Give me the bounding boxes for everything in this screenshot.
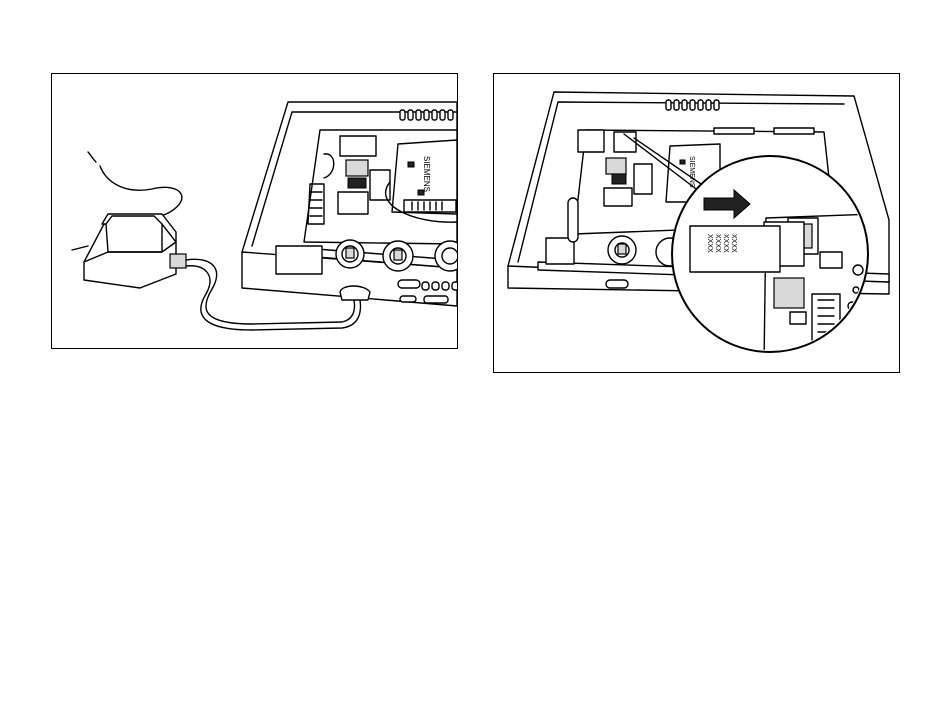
transformer-icon bbox=[72, 214, 186, 288]
vent-slots bbox=[400, 110, 453, 120]
circuit-board: SIEMENS bbox=[304, 130, 457, 244]
left-illustration: SIEMENS bbox=[52, 74, 457, 348]
pcb-brand-label: SIEMENS bbox=[422, 156, 431, 192]
card-label-line: XXXX bbox=[722, 234, 729, 253]
card-label-line: XXXX bbox=[714, 234, 721, 253]
vent-slots bbox=[666, 100, 719, 110]
left-illustration-panel: SIEMENS bbox=[51, 73, 458, 349]
card-label-line: XXXX bbox=[706, 234, 713, 253]
card-label-line: XXXX bbox=[730, 234, 737, 253]
right-illustration-panel: SIEMENS bbox=[493, 73, 900, 373]
right-illustration: SIEMENS bbox=[494, 74, 899, 372]
